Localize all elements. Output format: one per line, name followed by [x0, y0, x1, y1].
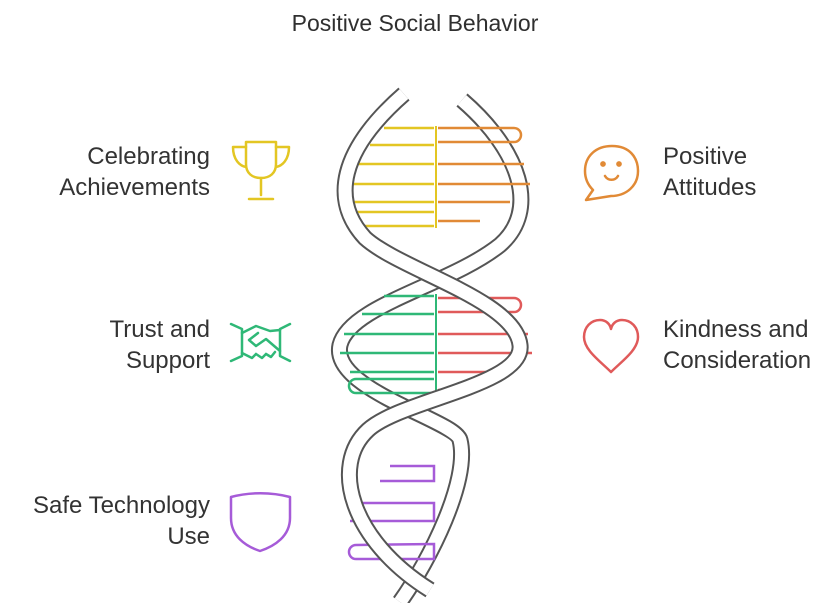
helix-front-strand: [336, 87, 529, 598]
label-line: Achievements: [59, 174, 210, 201]
rung-purple-1: [380, 464, 436, 483]
handshake-icon: [229, 322, 292, 363]
rung-orange-loop: [438, 126, 523, 144]
label-line: Use: [167, 523, 210, 550]
smile-speech-bubble-icon: [583, 144, 640, 202]
trophy-icon: [231, 140, 291, 201]
page-title: Positive Social Behavior: [291, 10, 539, 36]
rung-green-loop: [347, 377, 434, 395]
rungs-positive-attitudes: [438, 126, 530, 223]
rung-red-loop: [438, 296, 523, 314]
heart-icon: [582, 318, 640, 374]
label-safe-technology-use: Safe Technology Use: [33, 490, 210, 552]
helix-front-strand-core: [338, 89, 527, 596]
shield-icon: [229, 492, 292, 553]
label-line: Celebrating: [87, 143, 210, 170]
label-trust-and-support: Trust and Support: [110, 314, 211, 376]
label-line: Trust and: [109, 316, 211, 343]
label-kindness-and-consideration: Kindness and Consideration: [663, 314, 811, 376]
label-positive-attitudes: Positive Attitudes: [663, 141, 756, 203]
label-line: Attitudes: [663, 174, 757, 201]
rung-purple-2: [350, 501, 436, 523]
rungs-trust-and-support: [340, 294, 434, 395]
label-line: Support: [125, 347, 210, 374]
label-line: Consideration: [663, 347, 812, 374]
label-line: Kindness and: [663, 316, 809, 343]
label-line: Positive: [663, 143, 748, 170]
helix-back-strand-core: [333, 95, 528, 603]
label-celebrating-achievements: Celebrating Achievements: [59, 141, 210, 203]
label-line: Safe Technology: [32, 492, 210, 519]
